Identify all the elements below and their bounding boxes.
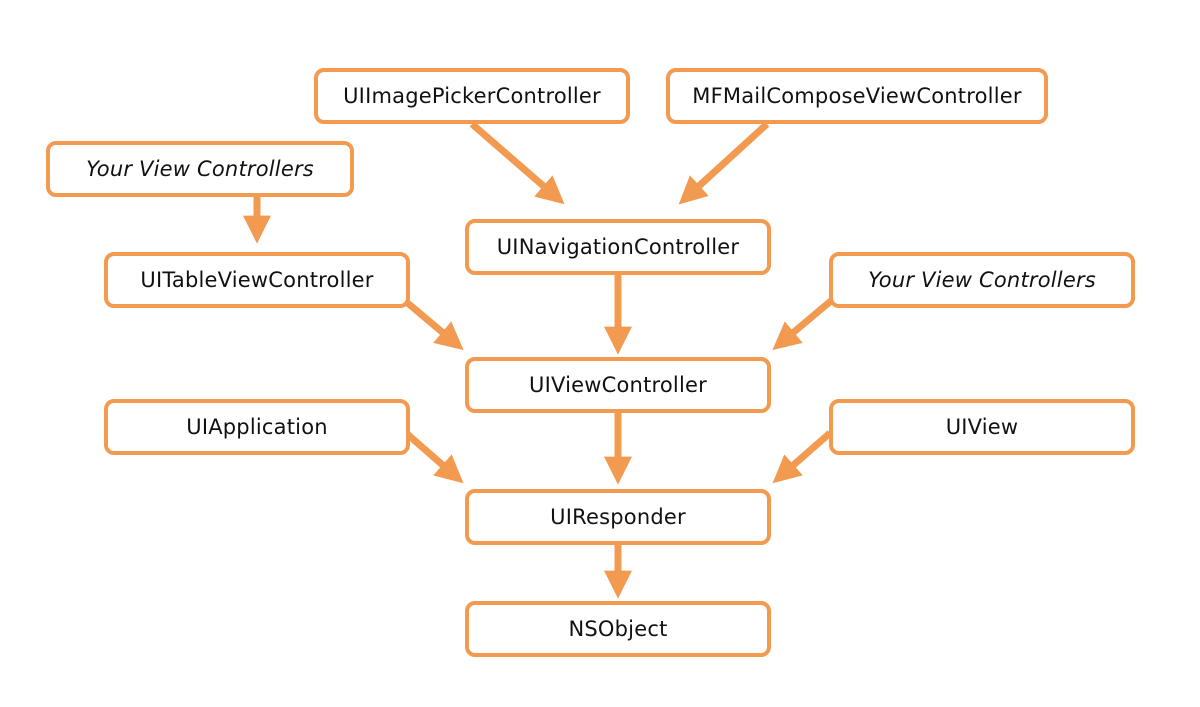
node-label: MFMailComposeViewController [692,84,1022,108]
edge-imagepicker-to-navigation [469,121,565,205]
node-label: UIImagePickerController [343,84,601,108]
edge-view-to-responder [772,430,833,484]
node-label: UIView [945,415,1019,439]
node-your-view-controllers-right: Your View Controllers [829,252,1135,308]
node-uiview: UIView [829,399,1135,455]
node-uiresponder: UIResponder [465,489,771,545]
node-uiapplication: UIApplication [104,399,410,455]
node-label: UITableViewController [140,268,374,292]
node-label: UIViewController [529,373,707,397]
node-uinavigationcontroller: UINavigationController [465,219,771,275]
edge-tableview-to-viewcontroller [401,297,464,351]
node-uitableviewcontroller: UITableViewController [104,252,410,308]
node-your-view-controllers-left: Your View Controllers [46,141,354,197]
node-mfmailcomposeviewcontroller: MFMailComposeViewController [666,68,1048,124]
node-uiviewcontroller: UIViewController [465,357,771,413]
edge-yourvc-right-to-viewcontroller [772,297,835,351]
node-label: Your View Controllers [868,268,1096,292]
edge-application-to-responder [403,430,464,484]
node-label: UINavigationController [496,235,740,259]
edge-mailcompose-to-navigation [678,121,770,205]
node-label: NSObject [568,617,668,641]
node-uiimagepickercontroller: UIImagePickerController [314,68,630,124]
node-label: UIResponder [550,505,686,529]
node-nsobject: NSObject [465,601,771,657]
node-label: UIApplication [186,415,328,439]
node-label: Your View Controllers [86,157,314,181]
